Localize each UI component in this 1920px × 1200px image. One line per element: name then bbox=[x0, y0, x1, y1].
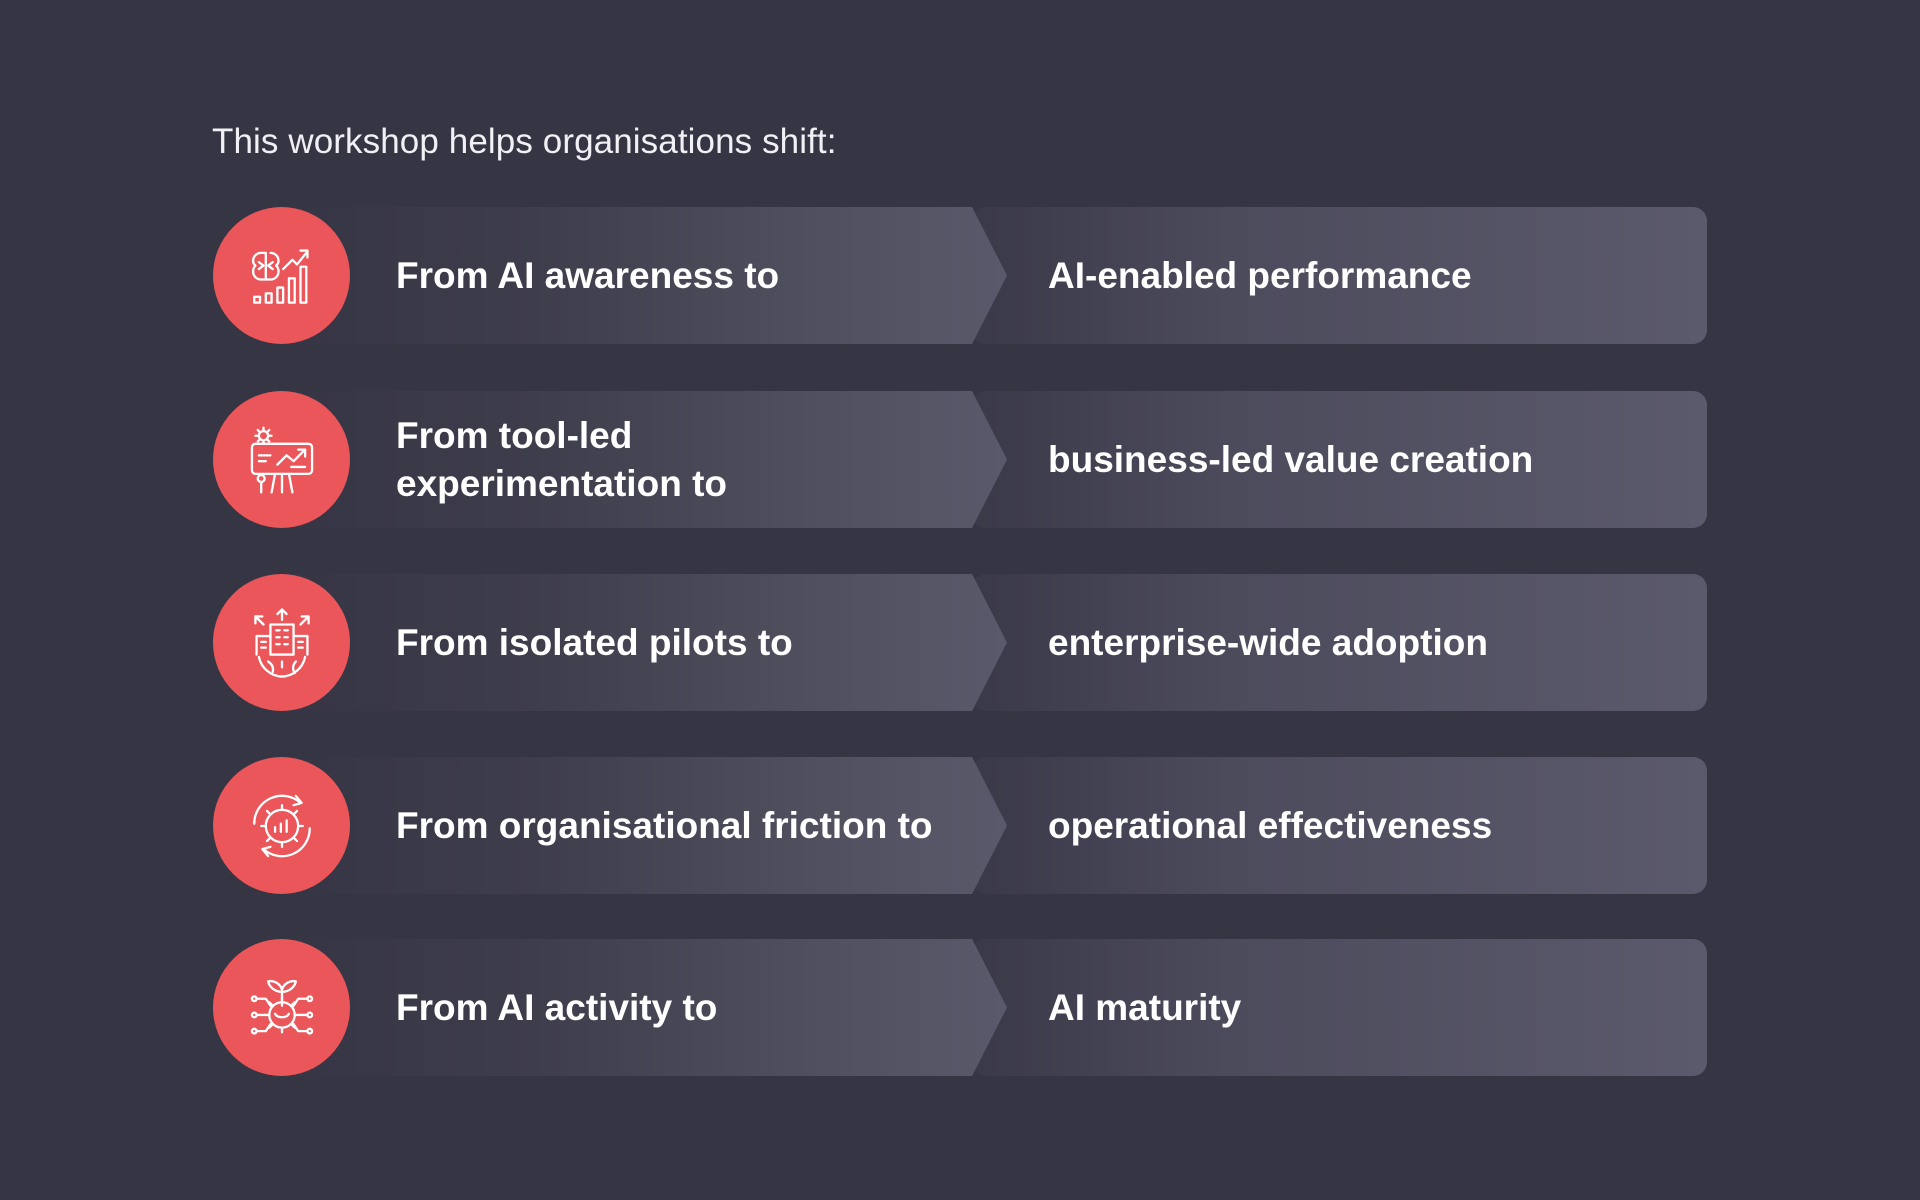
building-globe-expansion-icon bbox=[213, 574, 350, 711]
shift-row-pilots: From isolated pilots to enterprise-wide … bbox=[213, 574, 1707, 711]
shift-to-text: AI maturity bbox=[1048, 986, 1242, 1028]
brain-growth-chart-icon bbox=[213, 207, 350, 344]
shift-from-text: From AI awareness to bbox=[396, 254, 780, 296]
shift-source-arrow bbox=[279, 207, 1007, 344]
intro-heading: This workshop helps organisations shift: bbox=[212, 122, 837, 161]
shift-source-arrow bbox=[279, 574, 1007, 711]
shift-row-activity: From AI activity to AI maturity bbox=[213, 939, 1707, 1076]
shift-row-awareness: From AI awareness to AI-enabled performa… bbox=[213, 207, 1707, 344]
gear-chart-cycle-icon bbox=[213, 757, 350, 894]
shift-source-arrow bbox=[279, 757, 1007, 894]
shift-target-box bbox=[972, 757, 1707, 894]
shift-target-box bbox=[972, 391, 1707, 528]
shift-row-friction: From organisational friction to operatio… bbox=[213, 757, 1707, 894]
shift-from-text: From organisational friction to bbox=[396, 804, 933, 846]
shift-source-arrow bbox=[279, 939, 1007, 1076]
shift-row-experimentation: From tool-led experimentation to busines… bbox=[213, 391, 1707, 528]
presentation-board-gear-icon bbox=[213, 391, 350, 528]
shift-from-text: From isolated pilots to bbox=[396, 621, 793, 663]
shift-to-text: enterprise-wide adoption bbox=[1048, 621, 1488, 663]
shift-to-text: operational effectiveness bbox=[1048, 804, 1493, 846]
shift-target-box bbox=[972, 207, 1707, 344]
shift-to-text: AI-enabled performance bbox=[1048, 254, 1472, 296]
shift-from-text: From AI activity to bbox=[396, 986, 718, 1028]
shift-source-arrow bbox=[279, 391, 1007, 528]
plant-gear-network-icon bbox=[213, 939, 350, 1076]
shift-target-box bbox=[972, 574, 1707, 711]
shift-from-text: From tool-led experimentation to bbox=[396, 414, 727, 504]
shift-to-text: business-led value creation bbox=[1048, 438, 1534, 480]
shift-target-box bbox=[972, 939, 1707, 1076]
